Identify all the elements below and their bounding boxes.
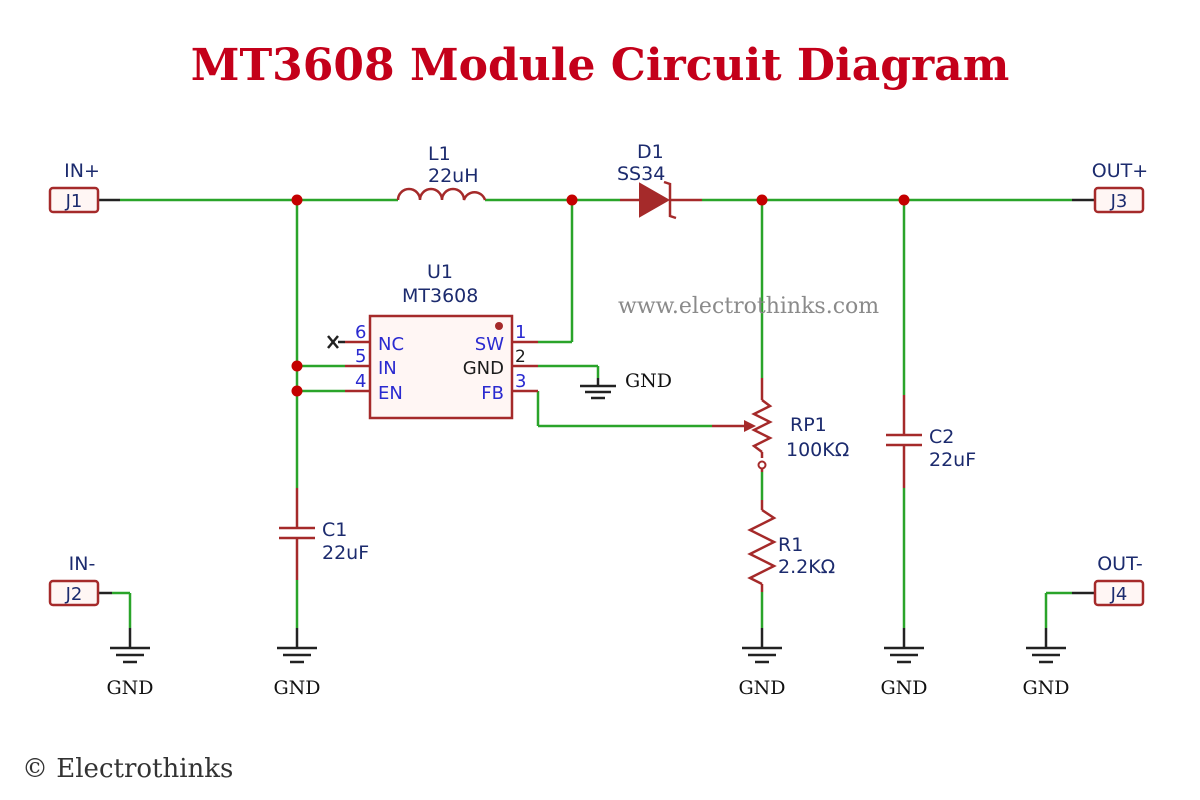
pin-number: 2 bbox=[515, 347, 526, 367]
junctions bbox=[291, 194, 910, 397]
junction-dot bbox=[756, 194, 768, 206]
pin-number: 5 bbox=[355, 346, 366, 367]
connector-label: OUT- bbox=[1097, 553, 1143, 575]
pin-name: GND bbox=[463, 358, 504, 379]
component-ref: C2 bbox=[929, 426, 954, 448]
potentiometer-rp1: RP1 100KΩ bbox=[712, 378, 849, 472]
pin-name: SW bbox=[475, 334, 504, 355]
component-ref: L1 bbox=[428, 143, 451, 165]
junction-dot bbox=[291, 385, 303, 397]
connector-j1: J1 IN+ bbox=[48, 160, 100, 214]
gnd-symbol-c2: GND bbox=[880, 628, 928, 699]
pin-number: 1 bbox=[515, 322, 526, 343]
ic-body bbox=[368, 314, 514, 420]
pin-name: FB bbox=[481, 383, 504, 404]
component-ref: D1 bbox=[637, 141, 664, 163]
connector-label: IN- bbox=[69, 553, 96, 575]
gnd-label: GND bbox=[106, 677, 153, 699]
component-ref: RP1 bbox=[790, 414, 827, 436]
pin-name: NC bbox=[378, 334, 404, 355]
resistor-r1: R1 2.2KΩ bbox=[747, 500, 835, 592]
connector-ref: J2 bbox=[65, 584, 83, 605]
pin-number: 6 bbox=[355, 322, 366, 343]
junction-dot bbox=[898, 194, 910, 206]
pin-name: IN bbox=[378, 358, 397, 379]
wires bbox=[98, 198, 1095, 628]
connector-ref: J4 bbox=[1110, 584, 1128, 605]
component-value: SS34 bbox=[617, 163, 665, 185]
component-value: 100KΩ bbox=[786, 439, 849, 461]
component-value: 22uF bbox=[322, 542, 369, 564]
diode-d1: D1 SS34 bbox=[617, 141, 702, 220]
capacitor-c2: C2 22uF bbox=[886, 395, 976, 488]
gnd-label: GND bbox=[273, 677, 320, 699]
watermark: www.electrothinks.com bbox=[618, 294, 879, 319]
gnd-symbol-j2: GND bbox=[106, 628, 154, 699]
gnd-symbol-c1: GND bbox=[273, 628, 321, 699]
ic-u1: U1 MT3608 6 5 4 1 2 3 NC IN EN SW GND FB bbox=[327, 261, 538, 420]
component-value: 22uF bbox=[929, 449, 976, 471]
connector-ref: J1 bbox=[65, 191, 83, 212]
gnd-label: GND bbox=[738, 677, 785, 699]
capacitor-c1: C1 22uF bbox=[279, 488, 369, 580]
gnd-label: GND bbox=[1022, 677, 1069, 699]
gnd-symbol-ic: GND bbox=[580, 370, 672, 400]
connector-label: OUT+ bbox=[1092, 160, 1148, 182]
component-ref: R1 bbox=[778, 534, 803, 556]
copyright-notice: © Electrothinks bbox=[22, 754, 233, 784]
pin-name: EN bbox=[378, 383, 403, 404]
junction-dot bbox=[291, 360, 303, 372]
component-ref: C1 bbox=[322, 519, 347, 541]
pin-number: 4 bbox=[355, 371, 366, 392]
connector-j4: J4 OUT- bbox=[1093, 553, 1145, 607]
gnd-label: GND bbox=[625, 370, 672, 392]
connector-ref: J3 bbox=[1110, 191, 1128, 212]
pin-number: 3 bbox=[515, 371, 526, 392]
gnd-label: GND bbox=[880, 677, 927, 699]
junction-dot bbox=[291, 194, 303, 206]
junction-dot bbox=[566, 194, 578, 206]
component-value: MT3608 bbox=[402, 285, 478, 307]
pin1-marker bbox=[495, 322, 503, 330]
inductor-l1: L1 22uH bbox=[396, 143, 487, 201]
component-value: 22uH bbox=[428, 165, 479, 187]
page-title: MT3608 Module Circuit Diagram bbox=[191, 40, 1010, 91]
component-value: 2.2KΩ bbox=[778, 556, 835, 578]
gnd-symbol-r1: GND bbox=[738, 628, 786, 699]
connector-label: IN+ bbox=[64, 160, 100, 182]
component-ref: U1 bbox=[427, 261, 453, 283]
connector-j2: J2 IN- bbox=[48, 553, 100, 607]
connector-j3: J3 OUT+ bbox=[1092, 160, 1148, 214]
gnd-symbol-j4: GND bbox=[1022, 628, 1070, 699]
